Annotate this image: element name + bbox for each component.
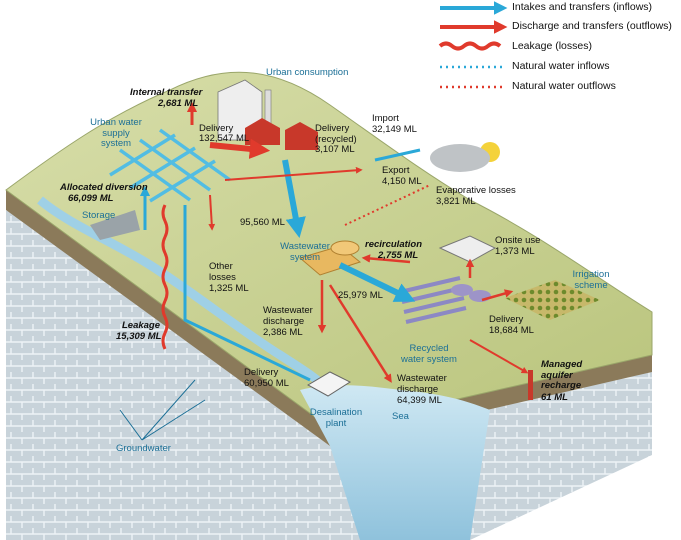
aquifer-well [528,370,533,400]
label-internal-transfer-title: Internal transfer [130,87,203,98]
arrow-desal [183,205,311,382]
label-managed-title: Managed aquifer recharge [541,359,583,391]
label-managed-value: 61 ML [541,392,568,403]
label-groundwater: Groundwater [116,443,171,454]
label-import-title: Import [372,113,399,124]
legend-leakage-label: Leakage (losses) [512,40,592,52]
label-delivery-desal-title: Delivery [244,367,279,378]
river [37,196,334,396]
label-delivery-value: 132,547 ML [199,133,250,144]
arrow-leakage [161,204,169,350]
label-flow-25979: 25,979 ML [338,290,383,301]
label-evap-title: Evaporative losses [436,185,516,196]
urban-supply-grid [109,128,232,203]
label-recirc-title: recirculation [365,239,423,250]
onsite-building [438,235,497,263]
label-delivery-irrig-value: 18,684 ML [489,325,534,336]
label-urban-consumption: Urban consumption [266,67,349,78]
arrow-irrigation [481,289,514,302]
legend-swatches [438,1,508,89]
block-left-side [6,190,330,540]
recycled-plant [399,276,467,324]
label-export-value: 4,150 ML [382,176,422,187]
arrow-delivery [209,138,271,159]
arrow-evap [344,184,431,226]
label-delivery-recycled-title: Delivery (recycled) [315,123,357,145]
label-leakage-value: 15,309 ML [116,331,162,342]
label-internal-transfer-value: 2,681 ML [158,98,199,109]
soil-band-left [6,190,330,446]
arrow-aquifer [469,339,529,374]
label-delivery-irrig-title: Delivery [489,314,524,325]
storage-dam [90,210,140,240]
label-delivery-title: Delivery [199,123,234,134]
desal-building [306,371,352,397]
groundwater-pointers [119,379,206,441]
label-ww-discharge-title: Wastewater discharge [263,305,313,327]
label-flow-95560: 95,560 ML [240,217,285,228]
label-desal-plant: Desalination plant [309,407,363,429]
label-delivery-recycled-value: 3,107 ML [315,144,355,155]
label-other-losses-value: 1,325 ML [209,283,249,294]
label-leakage-title: Leakage [122,320,161,331]
irrigation-field [505,280,600,320]
label-import-value: 32,149 ML [372,124,417,135]
label-delivery-desal-value: 60,950 ML [244,378,289,389]
arrow-other-losses [208,194,216,231]
label-onsite-title: Onsite use [495,235,541,246]
label-irrigation: Irrigation scheme [572,269,610,291]
label-recirc-value: 2,755 ML [378,250,419,261]
label-storage: Storage [82,210,116,221]
label-export-title: Export [382,165,410,176]
label-ww-discharge2-title: Wastewater discharge [397,373,447,395]
label-other-losses-title: Other losses [209,261,236,283]
arrow-25979 [338,262,416,302]
label-sea: Sea [392,411,409,422]
label-urban-supply: Urban water supply system [90,117,142,149]
sea-area [300,385,490,540]
label-onsite-value: 1,373 ML [495,246,535,257]
label-allocated-value: 66,099 ML [68,193,114,204]
label-wastewater-system: Wastewater system [280,241,330,263]
arrow-import [374,148,421,162]
urban-buildings [217,79,318,150]
arrow-95560 [282,159,306,239]
arrow-ww-discharge2 [328,284,392,383]
label-ww-discharge2-value: 64,399 ML [397,395,442,406]
legend-natural-in-label: Natural water inflows [512,60,610,72]
label-recycled-system: Recycled water system [401,343,457,365]
label-allocated-title: Allocated diversion [60,182,148,193]
legend-outflows-label: Discharge and transfers (outflows) [512,20,672,32]
arrow-recirc [361,254,411,264]
legend-inflows-label: Intakes and transfers (inflows) [512,1,653,13]
label-evap-value: 3,821 ML [436,196,476,207]
wastewater-plant [298,240,362,276]
arrow-export [224,166,363,181]
label-ww-discharge-value: 2,386 ML [263,327,303,338]
cloud [430,142,500,172]
legend-natural-out-label: Natural water outflows [512,80,616,92]
